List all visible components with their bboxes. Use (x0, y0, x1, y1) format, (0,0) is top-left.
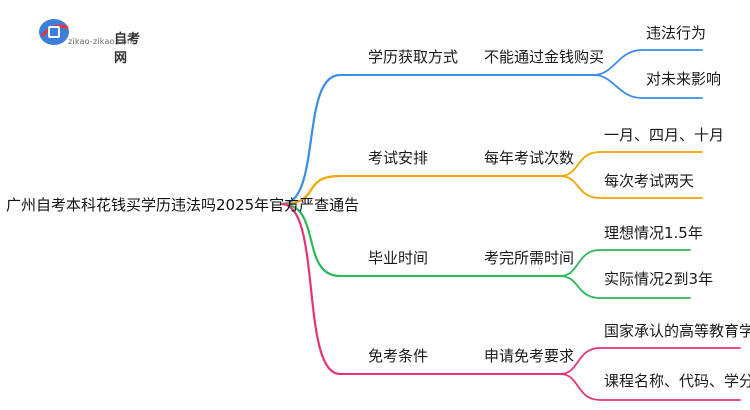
branch-label: 毕业时间 (368, 249, 429, 267)
logo-icon (39, 19, 69, 45)
sub-topic: 每年考试次数 (484, 149, 575, 167)
leaf-topic: 实际情况2到3年 (604, 270, 714, 288)
root-connector (280, 202, 342, 278)
sub-topic: 申请免考要求 (484, 347, 575, 365)
leaf-topic: 一月、四月、十月 (604, 126, 725, 144)
root-connector (280, 73, 342, 206)
leaf-topic: 每次考试两天 (604, 172, 695, 190)
root-connector (280, 202, 342, 376)
leaf-connector (559, 275, 601, 299)
leaf-connector (559, 249, 601, 277)
logo-url: zikao-zikao.com (68, 37, 135, 46)
leaf-connector (559, 175, 601, 199)
sub-topic: 不能通过金钱购买 (484, 48, 605, 66)
leaf-topic: 违法行为 (646, 24, 707, 42)
leaf-topic: 课程名称、代码、学分一致 (604, 372, 750, 390)
sub-topic: 考完所需时间 (484, 249, 575, 267)
branch-label: 考试安排 (368, 149, 429, 167)
logo-name: 自考网 (114, 32, 141, 66)
leaf-connector (593, 49, 643, 76)
branch-label: 学历获取方式 (368, 48, 459, 66)
leaf-connector (593, 74, 643, 99)
site-logo: 自考网 (34, 10, 144, 66)
leaf-connector (559, 151, 601, 177)
root-topic: 广州自考本科花钱买学历违法吗2025年官方严查通告 (6, 196, 360, 214)
leaf-topic: 理想情况1.5年 (604, 224, 703, 242)
branch-label: 免考条件 (368, 347, 429, 365)
leaf-topic: 国家承认的高等教育学历 (604, 322, 750, 340)
leaf-topic: 对未来影响 (646, 70, 722, 88)
root-connector (280, 174, 342, 206)
leaf-connector (559, 373, 601, 401)
leaf-connector (559, 347, 601, 375)
